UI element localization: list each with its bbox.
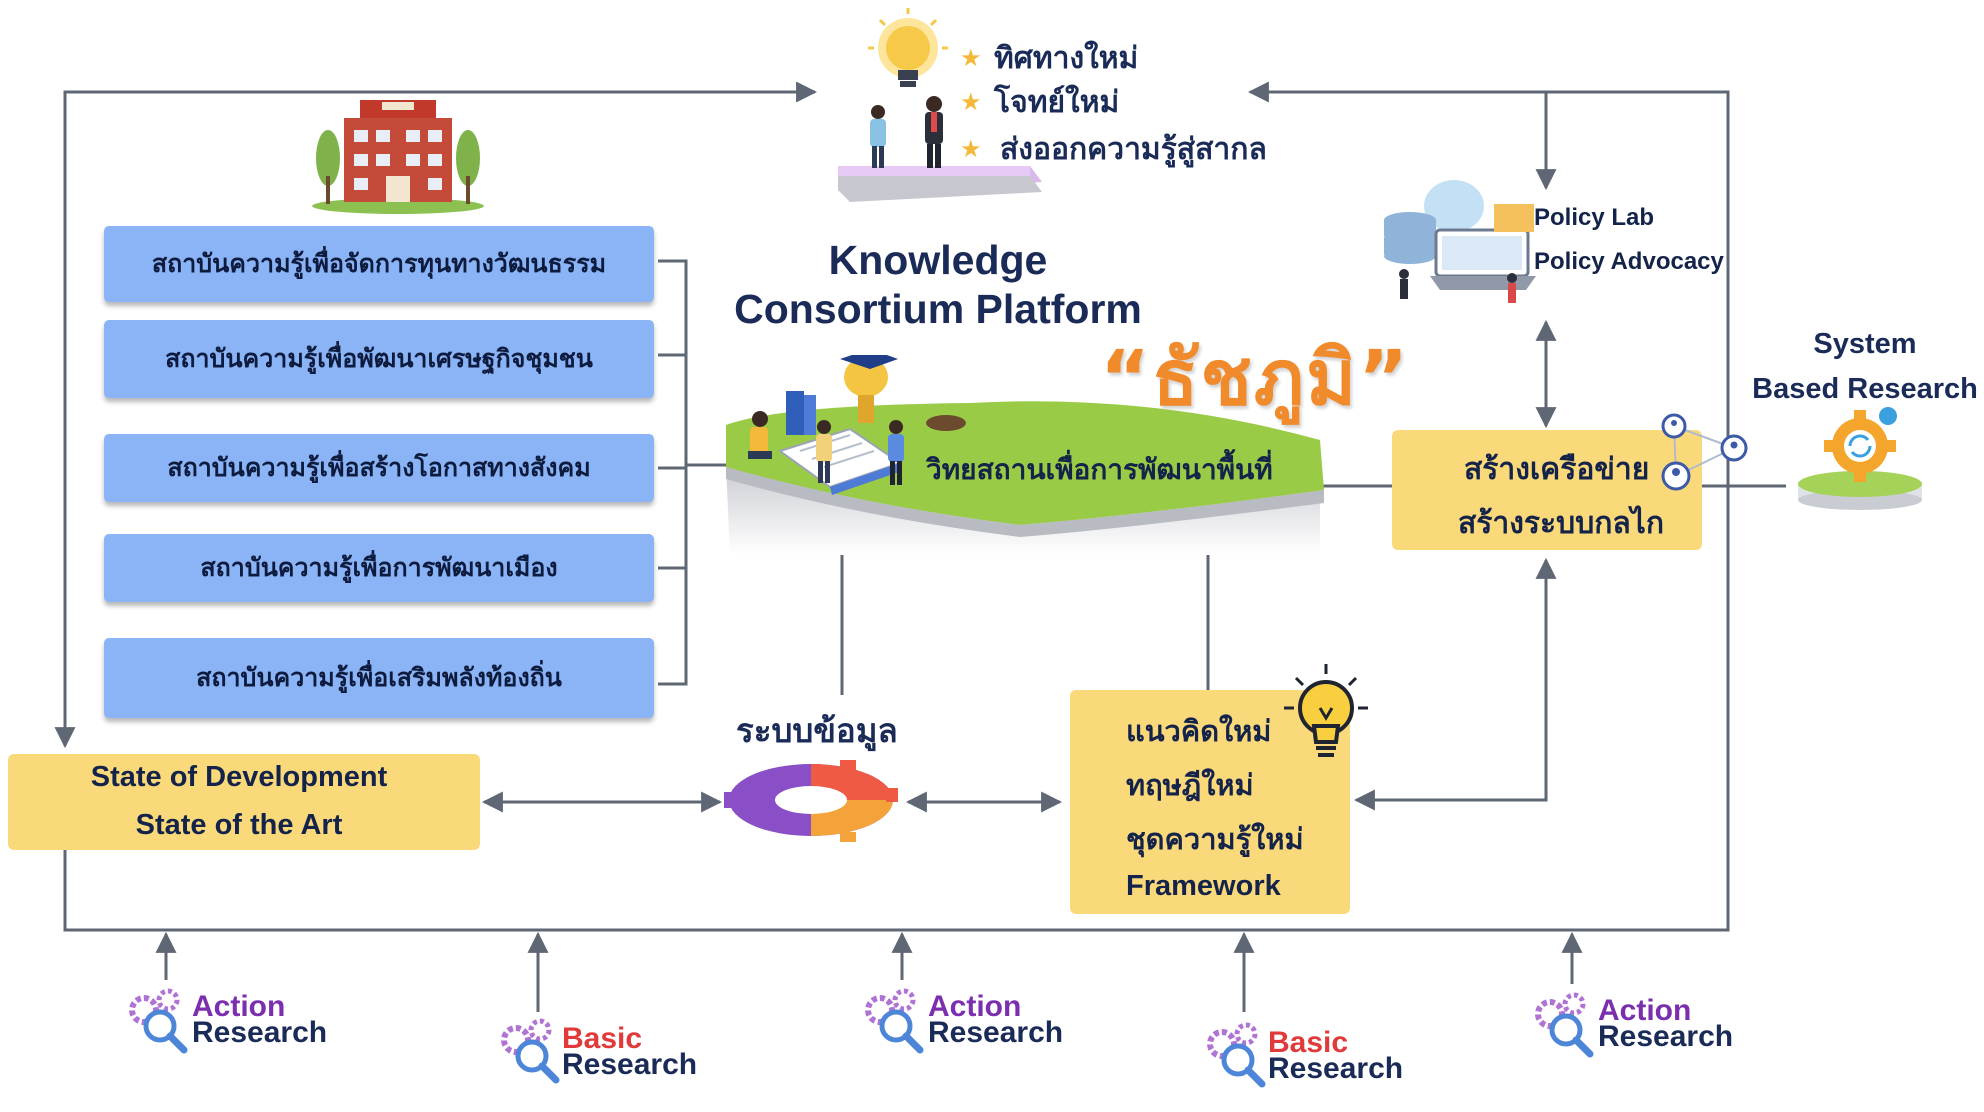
top-list-item: ★ โจทย์ใหม่ — [960, 80, 1300, 124]
research-label: Research — [1268, 1052, 1404, 1085]
lightbulb-icon — [868, 8, 948, 87]
top-list-label: ทิศทางใหม่ — [994, 40, 1139, 76]
research-item: Action Research — [128, 986, 338, 1056]
lightbulb-icon — [1280, 662, 1372, 770]
data-system-label: ระบบข้อมูล — [736, 711, 898, 750]
new-ideas-line: ทฤษฎีใหม่ — [1126, 768, 1254, 802]
star-icon: ★ — [960, 44, 982, 72]
star-icon: ★ — [960, 135, 982, 163]
institute-label: สถาบันความรู้เพื่อพัฒนาเศรษฐกิจชุมชน — [165, 344, 593, 373]
top-list-item: ★ ส่งออกความรู้สู่สากล — [960, 124, 1300, 174]
policy-lab-label: Policy Lab — [1534, 204, 1655, 231]
platform-title: Knowledge Consortium Platform — [728, 236, 1148, 334]
research-item: Basic Research — [500, 1016, 710, 1088]
state-box-line: State of Development — [90, 761, 388, 793]
top-list-label: โจทย์ใหม่ — [994, 84, 1120, 120]
network-box-line: สร้างระบบกลไก — [1458, 506, 1665, 541]
system-research-line: System — [1813, 328, 1917, 360]
development-island — [720, 349, 1330, 555]
gear-icon — [720, 754, 902, 846]
institute-label: สถาบันความรู้เพื่อสร้างโอกาสทางสังคม — [167, 453, 591, 482]
gear-icon — [1780, 404, 1940, 512]
new-ideas-line: แนวคิดใหม่ — [1126, 714, 1272, 748]
research-label: Research — [1598, 1020, 1734, 1053]
new-ideas-line: Framework — [1126, 870, 1281, 902]
star-icon: ★ — [960, 88, 982, 116]
institute-box: สถาบันความรู้เพื่อสร้างโอกาสทางสังคม — [104, 434, 654, 502]
research-type-label: Action — [192, 990, 286, 1023]
building-icon — [310, 96, 486, 214]
research-item: Action Research — [1534, 990, 1744, 1060]
top-list: ★ ทิศทางใหม่ ★ โจทย์ใหม่ ★ ส่งออกความรู้… — [960, 36, 1300, 174]
research-item: Basic Research — [1206, 1020, 1416, 1092]
research-item: Action Research — [864, 986, 1074, 1056]
institute-box: สถาบันความรู้เพื่อจัดการทุนทางวัฒนธรรม — [104, 226, 654, 302]
magnifier-icon — [501, 1018, 560, 1084]
new-ideas-line: ชุดความรู้ใหม่ — [1126, 822, 1304, 856]
magnifier-icon — [129, 988, 188, 1054]
people-icon — [870, 96, 943, 168]
policy-labels: Policy Lab Policy Advocacy — [1534, 196, 1724, 284]
network-people-icon — [1660, 410, 1752, 494]
magnifier-icon — [865, 988, 924, 1054]
idea-podium — [830, 6, 1050, 206]
policy-advocacy-label: Policy Advocacy — [1534, 248, 1724, 275]
people-icon — [748, 411, 904, 485]
institute-box: สถาบันความรู้เพื่อเสริมพลังท้องถิ่น — [104, 638, 654, 718]
new-ideas-box: แนวคิดใหม่ ทฤษฎีใหม่ ชุดความรู้ใหม่ Fram… — [1070, 690, 1350, 914]
research-label: Research — [192, 1016, 328, 1049]
research-label: Research — [928, 1016, 1064, 1049]
research-type-label: Action — [1598, 994, 1692, 1027]
platform-name: “ธัชภูมิ” — [1100, 333, 1411, 422]
network-box-line: สร้างเครือข่าย — [1464, 452, 1650, 487]
server-icon — [1376, 176, 1546, 306]
platform-title-line: Consortium Platform — [734, 286, 1142, 332]
island-label: วิทยสถานเพื่อการพัฒนาพื้นที่ — [926, 453, 1273, 486]
network-box: สร้างเครือข่าย สร้างระบบกลไก — [1392, 430, 1702, 550]
institute-label: สถาบันความรู้เพื่อจัดการทุนทางวัฒนธรรม — [151, 249, 607, 278]
system-research-title: System Based Research — [1746, 322, 1984, 412]
research-label: Research — [562, 1048, 698, 1081]
research-type-label: Action — [928, 990, 1022, 1023]
magnifier-icon — [1207, 1022, 1266, 1088]
top-list-label: ส่งออกความรู้สู่สากล — [1000, 131, 1267, 167]
top-list-item: ★ ทิศทางใหม่ — [960, 36, 1300, 80]
institute-label: สถาบันความรู้เพื่อเสริมพลังท้องถิ่น — [196, 663, 562, 692]
institute-box: สถาบันความรู้เพื่อพัฒนาเศรษฐกิจชุมชน — [104, 320, 654, 398]
platform-title-line: Knowledge — [828, 237, 1048, 283]
research-type-label: Basic — [1268, 1026, 1349, 1059]
research-type-label: Basic — [562, 1022, 643, 1055]
state-box: State of Development State of the Art — [8, 754, 480, 850]
people-icon — [1399, 269, 1517, 303]
magnifier-icon — [1535, 992, 1594, 1058]
system-research-line: Based Research — [1752, 373, 1978, 405]
state-box-line: State of the Art — [135, 809, 343, 841]
institute-box: สถาบันความรู้เพื่อการพัฒนาเมือง — [104, 534, 654, 602]
institute-label: สถาบันความรู้เพื่อการพัฒนาเมือง — [200, 553, 558, 582]
